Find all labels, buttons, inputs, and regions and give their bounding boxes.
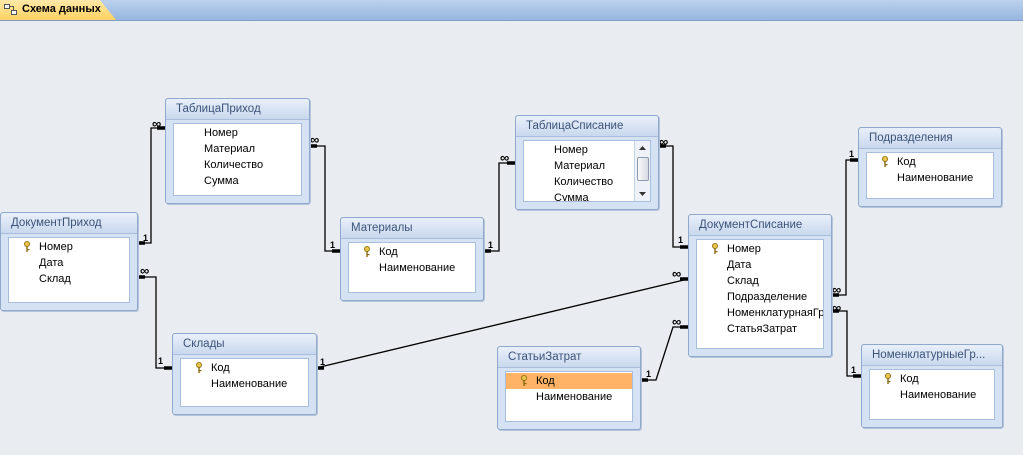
schema-tab[interactable]: Схема данных [0, 0, 116, 20]
relation-line [658, 145, 688, 248]
cardinality-many: ∞ [672, 314, 682, 329]
cardinality-one: 1 [678, 235, 684, 245]
primary-key-icon [885, 373, 891, 384]
field-list: Код Наименование [348, 242, 476, 293]
table-nomenklaturnye-gruppy[interactable]: НоменклатурныеГр... Код Наименование [861, 344, 1003, 428]
field-row[interactable]: Подразделение [727, 291, 808, 303]
cardinality-many: ∞ [310, 132, 320, 147]
table-title[interactable]: ДокументСписание [689, 215, 831, 236]
table-podrazdeleniya[interactable]: Подразделения Код Наименование [858, 127, 1002, 207]
field-row[interactable]: Склад [727, 275, 759, 287]
field-list: Код Наименование [505, 371, 633, 422]
field-row[interactable]: Наименование [897, 172, 974, 184]
field-list: Код Наименование [869, 369, 995, 420]
field-list: Код Наименование [180, 358, 309, 407]
cardinality-many: ∞ [659, 134, 669, 149]
table-materialy[interactable]: Материалы Код Наименование [340, 217, 484, 301]
field-row[interactable]: Наименование [536, 391, 613, 403]
table-dokument-prikhod[interactable]: ДокументПриход Номер Дата Склад [0, 212, 138, 311]
cardinality-one: 1 [158, 356, 164, 366]
field-row[interactable]: Наименование [900, 389, 977, 401]
relationships-icon [4, 4, 17, 15]
table-tablitsa-spisanie[interactable]: ТаблицаСписание Номер Материал Количеств… [515, 115, 659, 210]
field-row[interactable]: Номер [554, 144, 588, 156]
table-title[interactable]: СтатьиЗатрат [498, 347, 640, 368]
cardinality-many: ∞ [672, 266, 682, 281]
field-row[interactable]: Количество [204, 159, 264, 171]
field-row[interactable]: Код [181, 360, 308, 376]
field-row[interactable]: Количество [554, 176, 614, 188]
primary-key-icon [196, 362, 202, 373]
primary-key-icon [24, 241, 30, 252]
field-row[interactable]: Наименование [379, 262, 456, 274]
table-stati-zatrat[interactable]: СтатьиЗатрат Код Наименование [497, 346, 641, 430]
field-row[interactable]: Материал [204, 143, 255, 155]
primary-key-icon [882, 156, 888, 167]
cardinality-one: 1 [851, 365, 857, 375]
relation-line [137, 276, 172, 369]
field-row[interactable]: НоменклатурнаяГр [727, 307, 823, 319]
relation-line [309, 145, 340, 252]
field-row[interactable]: Код [349, 244, 475, 260]
primary-key-icon [364, 246, 370, 257]
table-dokument-spisanie[interactable]: ДокументСписание Номер Дата Склад Подраз… [688, 214, 832, 357]
scroll-up-icon[interactable] [635, 141, 650, 155]
field-row[interactable]: СтатьяЗатрат [727, 323, 798, 335]
field-row[interactable]: Материал [554, 160, 605, 172]
field-list: Код Наименование [866, 152, 994, 199]
field-row[interactable]: Сумма [554, 192, 589, 202]
field-list-scrollbar[interactable] [634, 141, 650, 201]
relation-line [137, 127, 165, 244]
cardinality-many: ∞ [140, 263, 150, 278]
cardinality-one: 1 [646, 369, 652, 379]
table-title[interactable]: Склады [173, 334, 316, 355]
cardinality-many: ∞ [500, 150, 510, 165]
table-title[interactable]: ДокументПриход [1, 213, 137, 234]
field-row-selected[interactable]: Код [506, 373, 632, 389]
field-row[interactable]: Дата [39, 257, 64, 269]
cardinality-one: 1 [330, 240, 336, 250]
table-title[interactable]: Материалы [341, 218, 483, 239]
relation-line [831, 310, 861, 377]
relation-line [831, 159, 858, 296]
primary-key-icon [521, 375, 527, 386]
cardinality-one: 1 [320, 357, 326, 367]
cardinality-one: 1 [849, 149, 855, 159]
table-sklady[interactable]: Склады Код Наименование [172, 333, 317, 415]
primary-key-icon [712, 243, 718, 254]
field-row[interactable]: Сумма [204, 175, 239, 187]
field-row[interactable]: Наименование [211, 378, 288, 390]
cardinality-one: 1 [488, 240, 494, 250]
field-row[interactable]: Номер [9, 239, 129, 255]
field-row[interactable]: Код [867, 154, 993, 170]
cardinality-one: 1 [143, 233, 149, 243]
field-row[interactable]: Склад [39, 273, 71, 285]
tab-label: Схема данных [22, 3, 101, 15]
cardinality-many: ∞ [152, 116, 162, 131]
table-title[interactable]: Подразделения [859, 128, 1001, 149]
table-title[interactable]: ТаблицаСписание [516, 116, 658, 137]
table-title[interactable]: НоменклатурныеГр... [862, 345, 1002, 366]
field-list: Номер Материал Количество Сумма [523, 140, 651, 202]
field-row[interactable]: Номер [697, 241, 823, 257]
cardinality-many: ∞ [832, 282, 842, 297]
field-list: Номер Дата Склад Подразделение Номенклат… [696, 239, 824, 349]
relation-line [483, 162, 515, 252]
field-row[interactable]: Номер [204, 127, 238, 139]
field-list: Номер Дата Склад [8, 237, 130, 303]
scroll-down-icon[interactable] [635, 187, 650, 201]
table-title[interactable]: ТаблицаПриход [166, 99, 309, 120]
field-row[interactable]: Код [870, 371, 994, 387]
table-tablitsa-prikhod[interactable]: ТаблицаПриход Номер Материал Количество … [165, 98, 310, 204]
relation-line [315, 278, 689, 369]
scroll-thumb[interactable] [637, 157, 649, 181]
document-tab-bar: Схема данных [0, 0, 1023, 21]
field-list: Номер Материал Количество Сумма [173, 123, 302, 196]
field-row[interactable]: Дата [727, 259, 752, 271]
cardinality-many: ∞ [832, 300, 842, 315]
